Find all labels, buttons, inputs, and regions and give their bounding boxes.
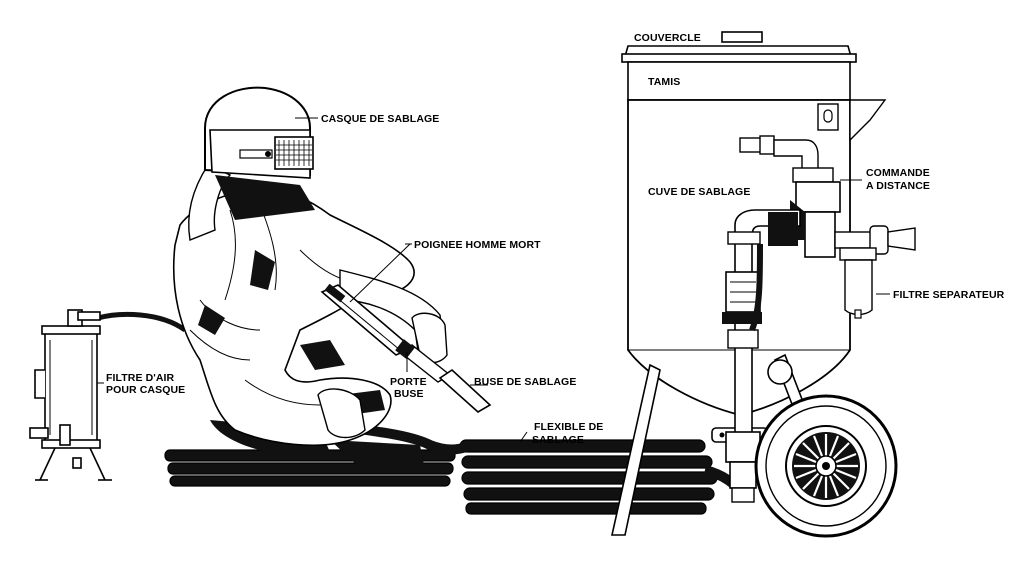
label-blast-helmet: CASQUE DE SABLAGE xyxy=(321,113,439,125)
helmet-air-filter xyxy=(29,309,187,481)
label-air-filter-line2: POUR CASQUE xyxy=(106,384,185,396)
label-deadman-handle: POIGNEE HOMME MORT xyxy=(414,239,541,251)
leader-lines xyxy=(97,117,890,443)
label-nozzle-holder-line1: PORTE xyxy=(390,376,427,388)
label-blast-pot: CUVE DE SABLAGE xyxy=(648,186,750,198)
label-separator-filter: FILTRE SEPARATEUR xyxy=(893,289,1005,301)
label-blast-hose-line2: SABLAGE xyxy=(532,434,584,446)
label-air-filter-line1: FILTRE D'AIR xyxy=(106,372,175,384)
pot-piping xyxy=(722,135,916,503)
label-remote-control-line1: COMMANDE xyxy=(866,167,930,179)
operator-figure xyxy=(172,86,448,470)
label-blast-nozzle: BUSE DE SABLAGE xyxy=(474,376,576,388)
label-remote-control-line2: A DISTANCE xyxy=(866,180,930,192)
label-sieve: TAMIS xyxy=(648,76,680,88)
label-nozzle-holder-line2: BUSE xyxy=(394,388,424,400)
component-labels: COUVERCLE TAMIS CASQUE DE SABLAGE CUVE D… xyxy=(106,32,1005,446)
label-blast-hose-line1: FLEXIBLE DE xyxy=(534,421,603,433)
pot-wheel xyxy=(754,394,898,538)
label-lid: COUVERCLE xyxy=(634,32,701,44)
blast-nozzle-assembly xyxy=(320,283,492,413)
blast-hose-coil xyxy=(164,413,746,515)
